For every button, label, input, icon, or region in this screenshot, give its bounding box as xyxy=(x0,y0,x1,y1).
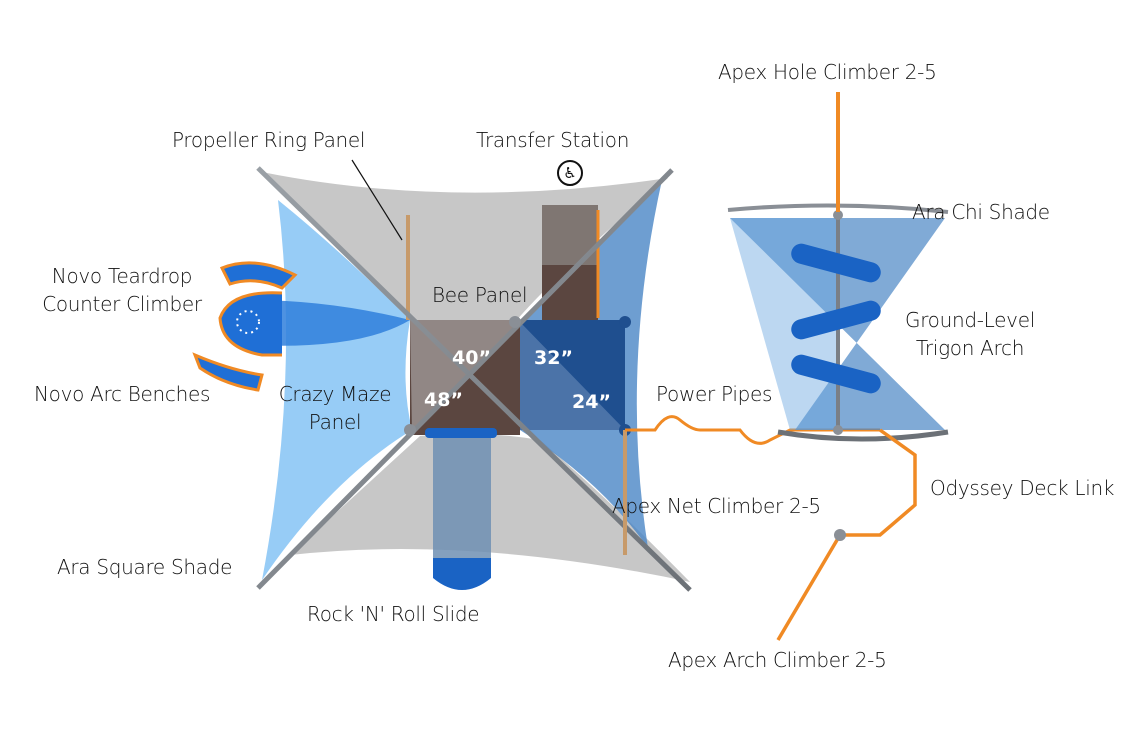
deck-height-48: 48” xyxy=(424,389,463,411)
label-line: Ground-Level xyxy=(905,308,1035,332)
deck-blue xyxy=(520,320,625,430)
label-power-pipes: Power Pipes xyxy=(656,382,773,406)
shade-post-nw-se xyxy=(256,166,692,592)
novo-arc-bench-top xyxy=(219,261,298,290)
rock-n-roll-slide xyxy=(433,432,491,562)
label-line: Novo Teardrop xyxy=(51,264,193,288)
novo-teardrop-shade-swoop xyxy=(250,300,410,346)
label-ara-chi-shade: Ara Chi Shade xyxy=(912,200,1050,224)
propeller-ring-leader-line xyxy=(351,159,403,241)
shade-post-ne-sw xyxy=(256,168,674,590)
deck-height-32: 32” xyxy=(534,347,573,369)
label-apex-hole-climber: Apex Hole Climber 2-5 xyxy=(718,60,937,84)
label-novo-arc-benches: Novo Arc Benches xyxy=(34,382,211,406)
novo-arc-bench-bottom xyxy=(192,352,264,392)
label-odyssey-deck-link: Odyssey Deck Link xyxy=(930,476,1115,500)
trigon-arch-bar-3 xyxy=(791,354,881,394)
ara-square-shade-blue-left xyxy=(262,200,412,580)
label-propeller-ring-panel: Propeller Ring Panel xyxy=(172,128,366,152)
label-novo-teardrop-counter-climber: Novo Teardrop Counter Climber xyxy=(32,264,212,316)
label-ara-square-shade: Ara Square Shade xyxy=(57,555,233,579)
label-line: Panel xyxy=(308,410,362,434)
deck-height-40: 40” xyxy=(452,347,491,369)
label-line: Trigon Arch xyxy=(915,336,1025,360)
label-line: Counter Climber xyxy=(42,292,202,316)
label-ground-level-trigon-arch: Ground-Level Trigon Arch xyxy=(890,308,1050,360)
label-apex-net-climber: Apex Net Climber 2-5 xyxy=(612,494,821,518)
novo-teardrop-counter-climber xyxy=(218,291,283,357)
label-line: Crazy Maze xyxy=(278,382,392,406)
odyssey-deck-link xyxy=(776,428,917,641)
power-pipes xyxy=(625,415,880,445)
wheelchair-accessible-icon: ♿ xyxy=(557,160,583,186)
trigon-arch-bar-2 xyxy=(791,300,881,340)
label-transfer-station: Transfer Station xyxy=(476,128,630,152)
label-rock-n-roll-slide: Rock 'N' Roll Slide xyxy=(307,602,480,626)
label-crazy-maze-panel: Crazy Maze Panel xyxy=(270,382,400,434)
deck-height-24: 24” xyxy=(572,391,611,413)
label-apex-arch-climber: Apex Arch Climber 2-5 xyxy=(668,648,887,672)
trigon-arch-bar-1 xyxy=(791,243,881,283)
label-bee-panel: Bee Panel xyxy=(432,283,528,307)
